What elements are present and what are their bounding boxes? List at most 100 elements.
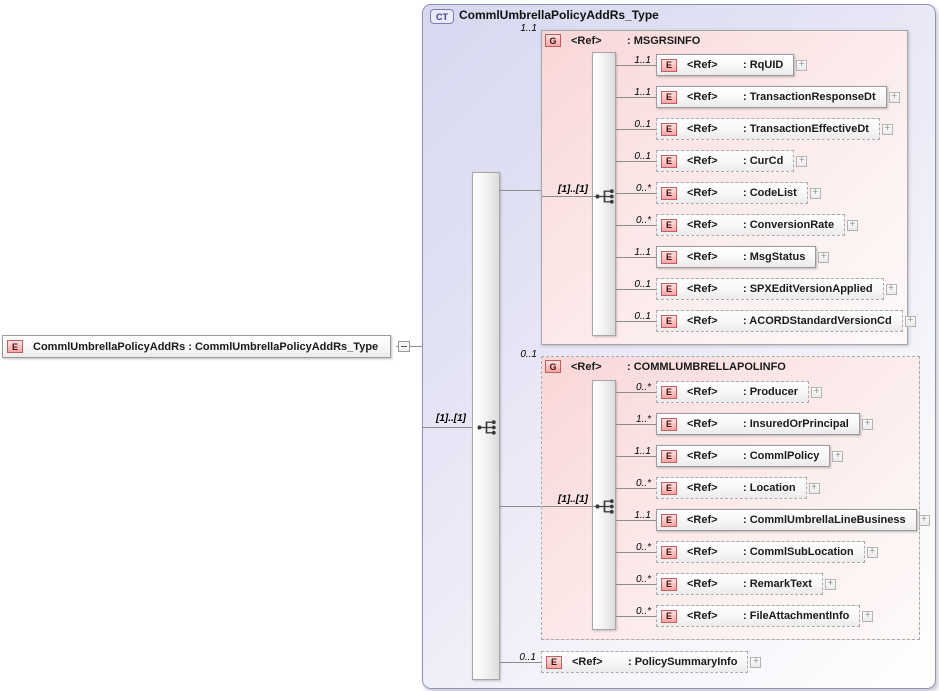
expand-plus-button[interactable]: + <box>918 514 930 526</box>
collapse-handle[interactable] <box>398 341 410 352</box>
connector-line <box>423 427 477 428</box>
expand-plus-button[interactable]: + <box>881 123 893 135</box>
ref-label: <Ref> <box>572 656 603 668</box>
element-node-CodeList[interactable]: E<Ref>: CodeList+ <box>656 182 821 204</box>
connector-line <box>616 129 656 130</box>
cardinality-label: 0..1 <box>634 279 651 290</box>
expand-plus-button[interactable]: + <box>809 187 821 199</box>
element-box[interactable]: E<Ref>: ConversionRate <box>656 214 846 236</box>
ref-label: <Ref> <box>687 482 718 494</box>
cardinality-label: [1]..[1] <box>558 494 588 505</box>
element-box[interactable]: E<Ref>: CodeList <box>656 182 808 204</box>
element-box[interactable]: E<Ref>: ACORDStandardVersionCd <box>656 310 903 332</box>
group-name-label: : COMMLUMBRELLAPOLINFO <box>627 360 786 373</box>
sequence-cardinality-label: [1]..[1] <box>436 413 466 424</box>
element-name-label: : MsgStatus <box>743 251 806 263</box>
element-name-label: : CommlPolicy <box>743 450 820 462</box>
element-box[interactable]: E<Ref>: CommlUmbrellaLineBusiness <box>656 509 917 531</box>
connector-line <box>616 392 656 393</box>
element-node-CommlPolicy[interactable]: E<Ref>: CommlPolicy+ <box>656 445 844 467</box>
element-e-badge-icon: E <box>661 481 677 495</box>
cardinality-label: 1..1 <box>634 87 651 98</box>
element-name-label: : Producer <box>743 386 799 398</box>
element-node-Producer[interactable]: E<Ref>: Producer+ <box>656 381 823 403</box>
element-name-label: : ConversionRate <box>743 219 835 231</box>
expand-plus-button[interactable]: + <box>808 482 820 494</box>
element-node-PolicySummaryInfo[interactable]: E<Ref>: PolicySummaryInfo+ <box>541 651 762 673</box>
element-name-label: : InsuredOrPrincipal <box>743 418 849 430</box>
element-name-label: : Location <box>743 482 796 494</box>
element-e-badge-icon: E <box>7 340 23 353</box>
element-box[interactable]: E<Ref>: RqUID <box>656 54 795 76</box>
cardinality-label: 1..* <box>635 414 651 425</box>
expand-plus-button[interactable]: + <box>847 219 859 231</box>
expand-plus-button[interactable]: + <box>796 155 808 167</box>
element-node-InsuredOrPrincipal[interactable]: E<Ref>: InsuredOrPrincipal+ <box>656 413 873 435</box>
expand-plus-button[interactable]: + <box>885 283 897 295</box>
root-element-box[interactable]: E CommlUmbrellaPolicyAddRs : CommlUmbrel… <box>2 335 392 358</box>
expand-plus-button[interactable]: + <box>866 546 878 558</box>
element-box[interactable]: E<Ref>: PolicySummaryInfo <box>541 651 749 673</box>
element-box[interactable]: E <Ref> : Location <box>656 477 807 499</box>
group-header: G<Ref>: MSGRSINFO <box>545 34 700 47</box>
expand-plus-button[interactable]: + <box>832 450 844 462</box>
expand-plus-button[interactable]: + <box>862 610 874 622</box>
element-name-label: : CodeList <box>743 187 797 199</box>
connector-line <box>616 321 656 322</box>
element-node-ConversionRate[interactable]: E<Ref>: ConversionRate+ <box>656 214 859 236</box>
root-element-node[interactable]: E CommlUmbrellaPolicyAddRs : CommlUmbrel… <box>2 335 392 358</box>
expand-plus-button[interactable]: + <box>824 578 836 590</box>
sequence-compositor-icon <box>595 188 616 205</box>
expand-plus-button[interactable]: + <box>904 315 916 327</box>
element-node-CurCd[interactable]: E<Ref>: CurCd+ <box>656 150 808 172</box>
ref-label: <Ref> <box>687 514 718 526</box>
element-box[interactable]: E<Ref>: CurCd <box>656 150 795 172</box>
element-node-ACORDStandardVersionCd[interactable]: E<Ref>: ACORDStandardVersionCd+ <box>656 310 916 332</box>
expand-plus-button[interactable]: + <box>811 386 823 398</box>
expand-plus-button[interactable]: + <box>750 656 762 668</box>
expand-plus-button[interactable]: + <box>818 251 830 263</box>
element-node-RemarkText[interactable]: E<Ref>: RemarkText+ <box>656 573 836 595</box>
element-box[interactable]: E<Ref>: FileAttachmentInfo <box>656 605 861 627</box>
element-node-CommlUmbrellaLineBusiness[interactable]: E<Ref>: CommlUmbrellaLineBusiness+ <box>656 509 930 531</box>
element-box[interactable]: E<Ref>: CommlPolicy <box>656 445 831 467</box>
expand-plus-button[interactable]: + <box>888 91 900 103</box>
element-e-badge-icon: E <box>661 577 677 591</box>
element-e-badge-icon: E <box>661 609 677 623</box>
element-e-badge-icon: E <box>661 154 677 168</box>
element-e-badge-icon: E <box>546 655 562 669</box>
element-box[interactable]: E<Ref>: TransactionEffectiveDt <box>656 118 880 140</box>
expand-plus-button[interactable]: + <box>796 59 808 71</box>
expand-plus-button[interactable]: + <box>861 418 873 430</box>
root-element-label: CommlUmbrellaPolicyAddRs : CommlUmbrella… <box>33 340 379 353</box>
element-box[interactable]: E<Ref>: Producer <box>656 381 810 403</box>
ref-label: <Ref> <box>687 315 718 327</box>
element-box[interactable]: E<Ref>: SPXEditVersionApplied <box>656 278 884 300</box>
ref-label: <Ref> <box>687 91 718 103</box>
cardinality-label: [1]..[1] <box>558 184 588 195</box>
connector-line <box>616 424 656 425</box>
ref-label: <Ref> <box>687 123 718 135</box>
element-box[interactable]: E<Ref>: TransactionResponseDt <box>656 86 887 108</box>
element-node-FileAttachmentInfo[interactable]: E<Ref>: FileAttachmentInfo+ <box>656 605 874 627</box>
cardinality-label: 0..1 <box>634 311 651 322</box>
element-e-badge-icon: E <box>661 314 677 328</box>
element-e-badge-icon: E <box>661 90 677 104</box>
group-name-label: : MSGRSINFO <box>627 34 701 47</box>
element-box[interactable]: E<Ref>: InsuredOrPrincipal <box>656 413 860 435</box>
element-node-Location[interactable]: E <Ref> : Location + <box>656 477 820 499</box>
connector-line <box>500 662 541 663</box>
element-node-CommlSubLocation[interactable]: E<Ref>: CommlSubLocation+ <box>656 541 878 563</box>
element-node-TransactionEffectiveDt[interactable]: E<Ref>: TransactionEffectiveDt+ <box>656 118 893 140</box>
complex-type-badge-icon: CT <box>430 9 454 24</box>
element-box[interactable]: E<Ref>: MsgStatus <box>656 246 817 268</box>
element-box[interactable]: E<Ref>: CommlSubLocation <box>656 541 865 563</box>
element-name-label: : CurCd <box>743 155 784 167</box>
connector-line <box>616 65 656 66</box>
element-node-SPXEditVersionApplied[interactable]: E<Ref>: SPXEditVersionApplied+ <box>656 278 897 300</box>
element-node-TransactionResponseDt[interactable]: E<Ref>: TransactionResponseDt+ <box>656 86 900 108</box>
element-box[interactable]: E<Ref>: RemarkText <box>656 573 823 595</box>
cardinality-label: 1..1 <box>634 510 651 521</box>
element-node-MsgStatus[interactable]: E<Ref>: MsgStatus+ <box>656 246 830 268</box>
element-node-RqUID[interactable]: E<Ref>: RqUID+ <box>656 54 808 76</box>
